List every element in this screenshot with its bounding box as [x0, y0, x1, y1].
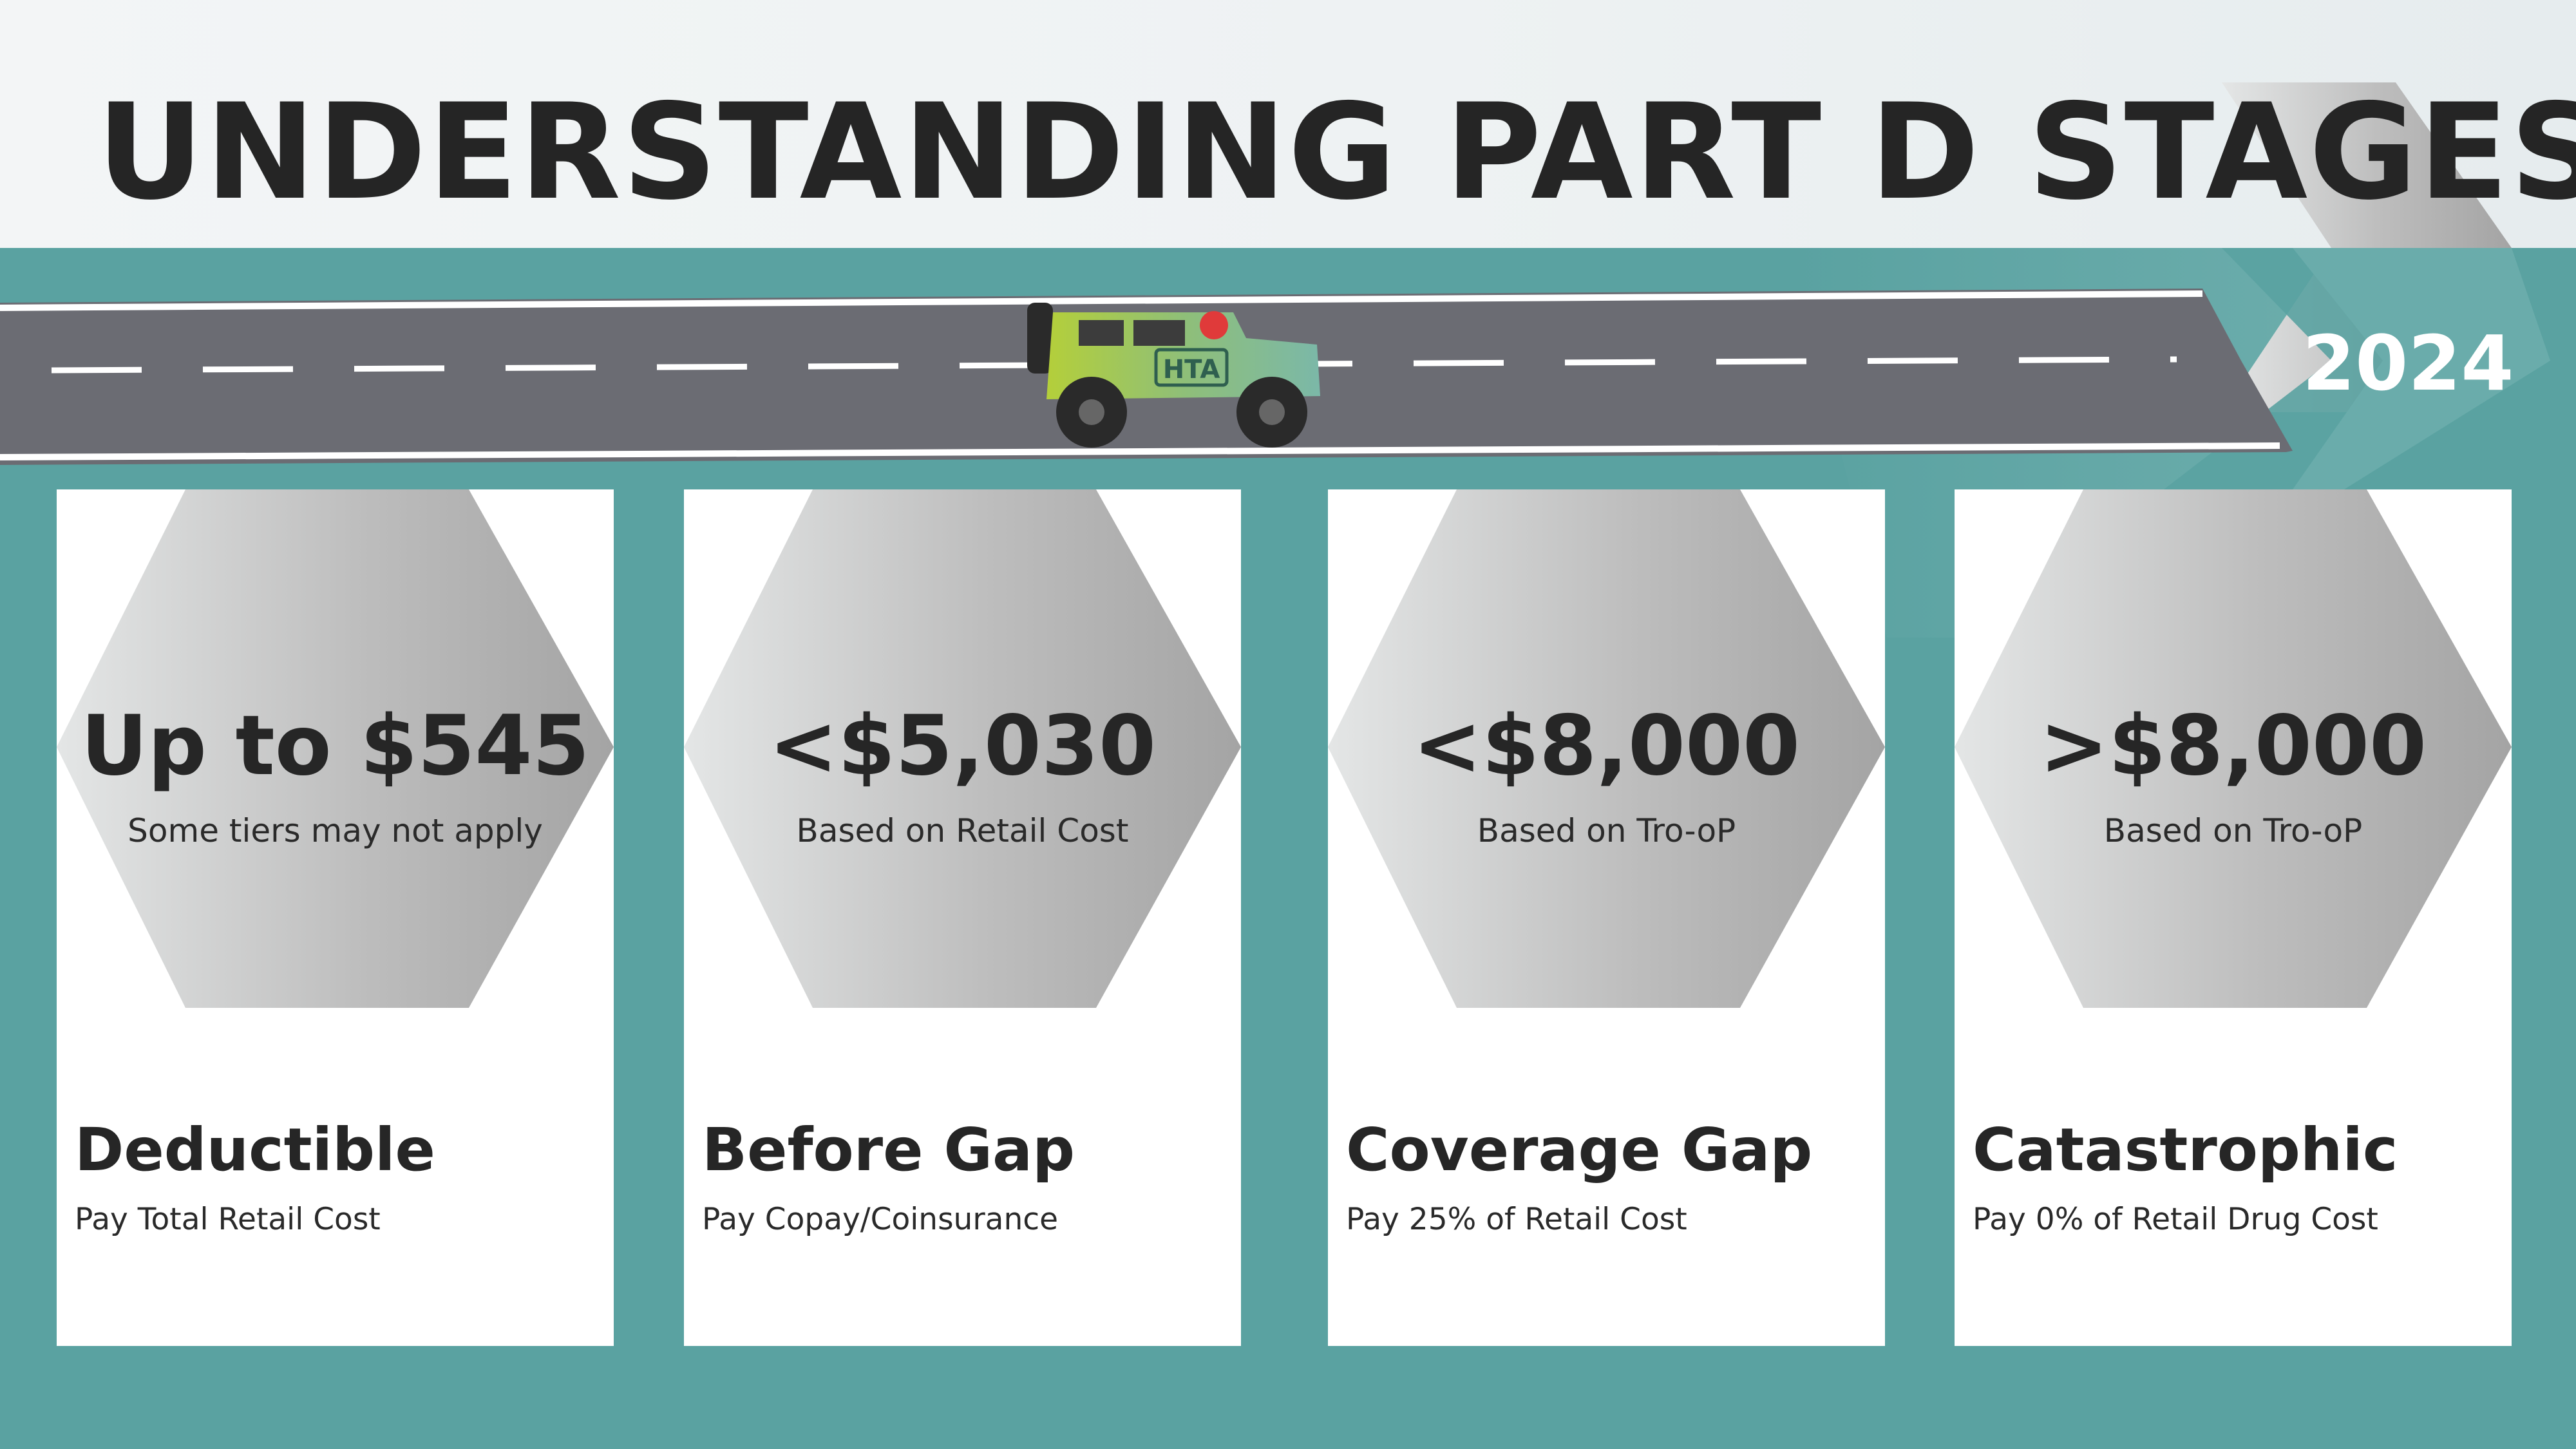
stage-card-coverage-gap: <$8,000 Based on Tro-oP Coverage Gap Pay…: [1328, 489, 1885, 1346]
stage-hexagon-arrow: [1955, 489, 2512, 1008]
stage-name: Before Gap: [702, 1115, 1075, 1184]
stage-pay: Pay 25% of Retail Cost: [1346, 1202, 1687, 1237]
header-band: [0, 0, 2576, 248]
stage-card-before-gap: <$5,030 Based on Retail Cost Before Gap …: [684, 489, 1241, 1346]
stage-basis: Based on Tro-oP: [1477, 812, 1736, 849]
stage-card-catastrophic: >$8,000 Based on Tro-oP Catastrophic Pay…: [1955, 489, 2512, 1346]
stage-name: Deductible: [75, 1115, 435, 1184]
stage-amount: >$8,000: [2039, 698, 2427, 794]
stage-hexagon-arrow: [57, 489, 614, 1008]
stage-basis: Based on Retail Cost: [796, 812, 1129, 849]
page-title: UNDERSTANDING PART D STAGES: [97, 76, 2576, 229]
stage-amount: <$8,000: [1412, 698, 1801, 794]
stage-basis: Some tiers may not apply: [128, 812, 543, 849]
stage-hexagon-arrow: [684, 489, 1241, 1008]
stage-card-deductible: Up to $545 Some tiers may not apply Dedu…: [57, 489, 614, 1346]
jeep-logo-text: HTA: [1163, 355, 1220, 384]
stage-pay: Pay Total Retail Cost: [75, 1202, 381, 1237]
stage-amount: <$5,030: [768, 698, 1157, 794]
stage-amount: Up to $545: [80, 698, 590, 794]
stage-basis: Based on Tro-oP: [2103, 812, 2363, 849]
stage-pay: Pay 0% of Retail Drug Cost: [1973, 1202, 2378, 1237]
stage-name: Coverage Gap: [1346, 1115, 1813, 1184]
jeep-icon: HTA: [1027, 303, 1320, 448]
stage-hexagon-arrow: [1328, 489, 1885, 1008]
year-label: 2024: [2302, 319, 2514, 408]
stage-pay: Pay Copay/Coinsurance: [702, 1202, 1059, 1237]
stage-name: Catastrophic: [1973, 1115, 2398, 1184]
